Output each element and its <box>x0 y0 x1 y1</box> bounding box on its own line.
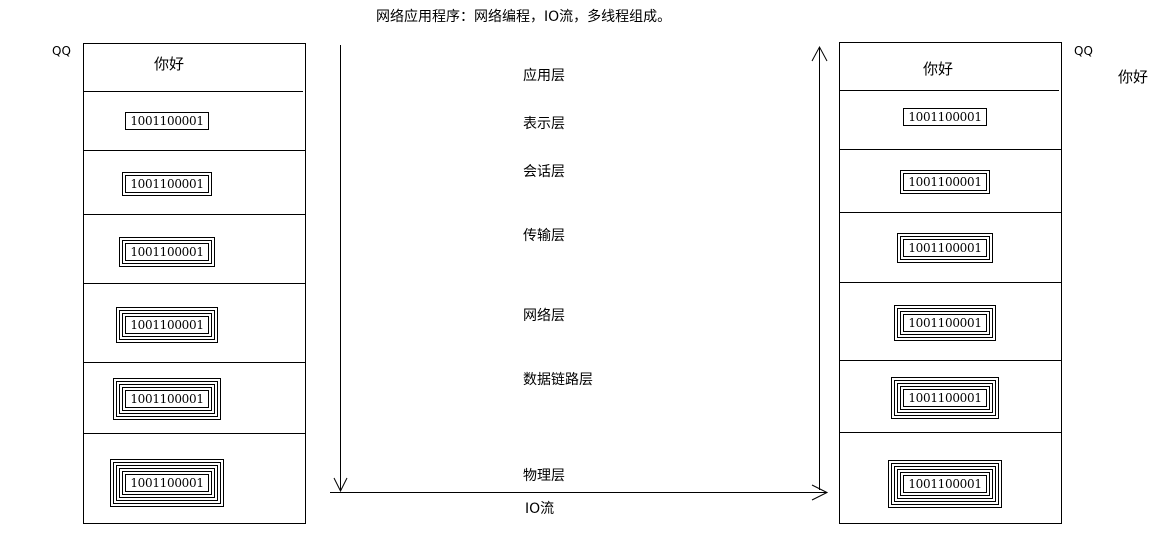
left-packet-wrapper: 1001100001 <box>122 387 212 411</box>
left-packet-wrapper: 1001100001 <box>122 240 212 264</box>
right-message-text: 你好 <box>923 60 954 78</box>
left-packet-bits: 1001100001 <box>130 114 204 128</box>
left-divider <box>84 150 305 151</box>
left-packet-wrapper: 1001100001 <box>113 462 221 504</box>
right-packet-bits: 1001100001 <box>908 241 982 255</box>
right-packet-wrapper: 1001100001 <box>900 311 990 335</box>
left-divider <box>84 362 305 363</box>
right-packet-wrapper: 1001100001 <box>897 383 993 413</box>
right-packet: 1001100001 <box>900 170 990 194</box>
right-packet-wrapper: 1001100001 <box>903 314 987 332</box>
layer-data-link: 数据链路层 <box>523 372 593 388</box>
right-packet-wrapper: 1001100001 <box>900 236 990 260</box>
left-packet-wrapper: 1001100001 <box>122 313 212 337</box>
layer-application: 应用层 <box>523 68 565 84</box>
horizontal-arrow-head <box>811 484 829 501</box>
down-arrow-head <box>333 477 348 493</box>
layer-transport: 传输层 <box>523 228 565 244</box>
left-packet-wrapper: 1001100001 <box>119 384 215 414</box>
right-packet: 1001100001 <box>891 377 999 419</box>
left-packet-bits: 1001100001 <box>130 177 204 191</box>
right-packet: 1001100001 <box>897 233 993 263</box>
left-packet-bits: 1001100001 <box>130 476 204 490</box>
left-packet: 1001100001 <box>125 112 209 130</box>
left-protocol-stack: 你好 <box>83 43 306 524</box>
left-packet-wrapper: 1001100001 <box>125 390 209 408</box>
layer-session: 会话层 <box>523 164 565 180</box>
received-message-text: 你好 <box>1118 68 1149 86</box>
right-packet-wrapper: 1001100001 <box>894 380 996 416</box>
left-divider <box>84 214 305 215</box>
left-packet: 1001100001 <box>116 307 218 343</box>
left-packet-bits: 1001100001 <box>130 392 204 406</box>
left-packet-bits: 1001100001 <box>130 318 204 332</box>
right-divider <box>840 90 1059 91</box>
right-packet-bits: 1001100001 <box>908 110 982 124</box>
right-packet: 1001100001 <box>903 108 987 126</box>
right-packet-wrapper: 1001100001 <box>897 469 993 499</box>
right-packet-bits: 1001100001 <box>908 175 982 189</box>
right-packet: 1001100001 <box>888 460 1002 508</box>
up-arrow-head <box>811 45 828 62</box>
right-packet-wrapper: 1001100001 <box>903 389 987 407</box>
right-divider <box>840 212 1061 213</box>
left-packet-wrapper: 1001100001 <box>125 316 209 334</box>
left-packet: 1001100001 <box>113 378 221 420</box>
right-packet-wrapper: 1001100001 <box>897 308 993 338</box>
right-divider <box>840 149 1061 150</box>
right-divider <box>840 282 1061 283</box>
left-qq-label: QQ <box>52 44 71 58</box>
left-divider <box>84 283 305 284</box>
io-stream-label: IO流 <box>525 501 555 517</box>
left-packet-wrapper: 1001100001 <box>119 468 215 498</box>
left-divider <box>84 433 305 434</box>
left-packet: 1001100001 <box>119 237 215 267</box>
right-packet-wrapper: 1001100001 <box>900 472 990 496</box>
left-packet-wrapper: 1001100001 <box>122 471 212 495</box>
right-packet-bits: 1001100001 <box>908 477 982 491</box>
right-packet-bits: 1001100001 <box>908 391 982 405</box>
layer-physical: 物理层 <box>523 468 565 484</box>
right-packet-wrapper: 1001100001 <box>903 239 987 257</box>
layer-network: 网络层 <box>523 308 565 324</box>
right-divider <box>840 360 1061 361</box>
left-divider <box>84 91 303 92</box>
left-packet-wrapper: 1001100001 <box>125 243 209 261</box>
left-message-text: 你好 <box>154 55 185 73</box>
right-packet: 1001100001 <box>894 305 996 341</box>
right-protocol-stack: 你好 <box>839 42 1062 524</box>
left-packet-wrapper: 1001100001 <box>125 175 209 193</box>
left-packet-wrapper: 1001100001 <box>116 381 218 417</box>
diagram-title: 网络应用程序：网络编程，IO流，多线程组成。 <box>376 9 672 25</box>
right-divider <box>840 432 1061 433</box>
right-qq-label: QQ <box>1074 44 1093 58</box>
layer-presentation: 表示层 <box>523 116 565 132</box>
left-packet: 1001100001 <box>122 172 212 196</box>
left-packet-wrapper: 1001100001 <box>116 465 218 501</box>
right-packet-wrapper: 1001100001 <box>894 466 996 502</box>
right-packet-wrapper: 1001100001 <box>903 173 987 191</box>
left-packet: 1001100001 <box>110 459 224 507</box>
left-packet-wrapper: 1001100001 <box>119 310 215 340</box>
right-packet-wrapper: 1001100001 <box>903 475 987 493</box>
right-packet-wrapper: 1001100001 <box>891 463 999 505</box>
right-packet-bits: 1001100001 <box>908 316 982 330</box>
right-packet-wrapper: 1001100001 <box>900 386 990 410</box>
left-packet-wrapper: 1001100001 <box>125 474 209 492</box>
left-packet-bits: 1001100001 <box>130 245 204 259</box>
